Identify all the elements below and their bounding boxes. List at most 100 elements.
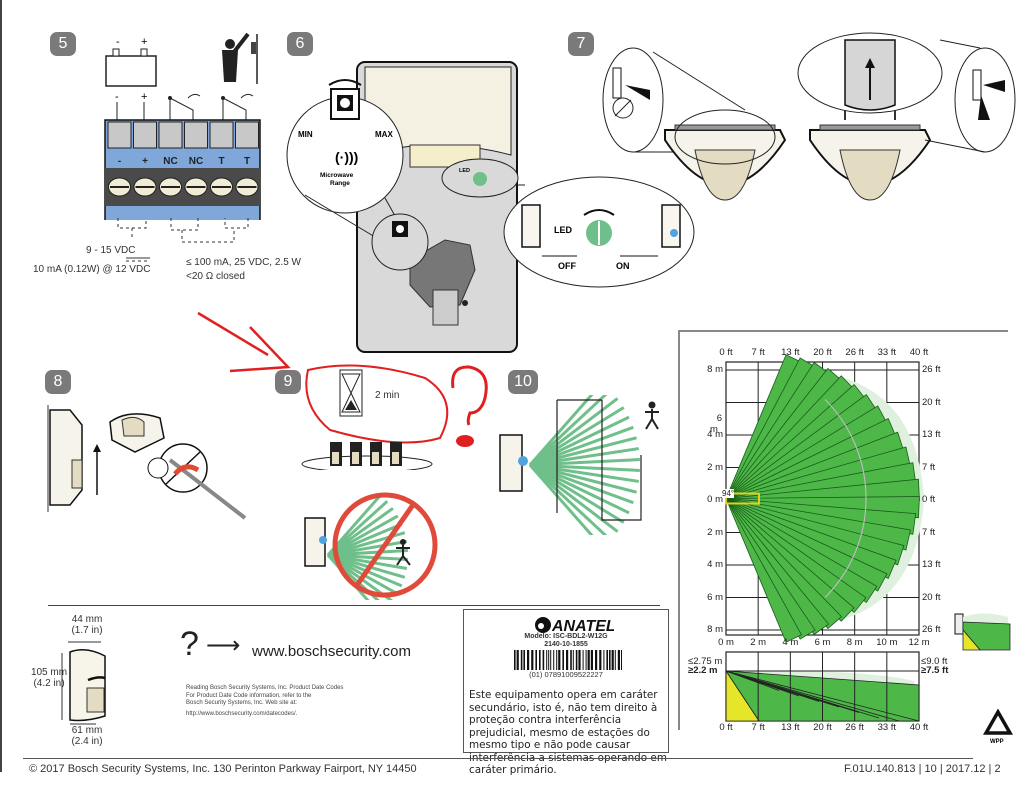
detection-beam [529,447,639,467]
step-5-badge: 5 [50,32,76,56]
wire-minus-label: - [115,91,119,103]
tamper-person-icon [222,32,258,84]
date-codes-info: Reading Bosch Security Systems, Inc. Pro… [186,685,343,718]
svg-text:LED: LED [459,168,470,174]
detection-beam [528,395,594,466]
coverage-panel-border-left [678,330,680,730]
power-spec-label: 9 - 15 VDC [86,245,136,256]
detector-dimension-drawing [61,641,106,725]
footer-doc-id: F.01U.140.813 | 10 | 2017.12 | 2 [844,763,1001,775]
left-m-tick: 4 m [707,429,723,440]
right-ft-tick: 7 ft [922,461,936,473]
detection-beam [327,553,406,579]
terminal-label: NC [163,156,177,167]
side-bottom-ft-tick: 0 ft [719,722,733,733]
anatel-barcode [514,650,622,670]
side-bottom-ft-tick: 20 ft [813,722,832,733]
anatel-notice: Este equipamento opera em caráter secund… [469,689,667,776]
help-question-icon: ? [180,625,199,663]
side-bottom-ft-tick: 13 ft [781,722,800,733]
dimension-width-label: 44 mm (1.7 in) [69,614,105,636]
bottom-m-tick: 8 m [846,637,863,648]
detection-beam [327,539,408,557]
side-bottom-ft-tick: 33 ft [877,722,897,733]
red-question-mark-annotation [451,365,488,447]
anatel-model: Modelo: ISC-BDL2-W12G [524,633,608,640]
top-ft-tick: 20 ft [813,347,832,358]
lens-replacement-diagram [602,32,1016,201]
terminal-clamp [107,121,132,149]
left-m-tick: 6 m [707,591,723,603]
top-ft-tick: 40 ft [909,347,929,358]
left-m-tick: 8 m [707,364,723,375]
led-on-label: ON [616,261,630,271]
bottom-m-tick: 4 m [782,637,799,648]
bottom-m-tick: 0 m [718,637,734,648]
detector-open-diagram: MIN MAX (·))) Microwave Range LED [286,61,525,353]
warmup-timer-label: 2 min [375,390,399,401]
top-ft-tick: 13 ft [781,347,800,358]
svg-text:ANATEL: ANATEL [551,618,614,634]
battery-icon [105,48,157,87]
depth-mm: 61 mm [71,725,103,736]
step-6-badge: 6 [287,32,313,56]
terminal-label: NC [189,156,203,167]
date-codes-url[interactable]: http://www.boschsecurity.com/datecodes/. [186,710,298,717]
page-left-border [0,0,2,772]
terminal-clamp [133,121,157,149]
battery-plus-label: + [141,36,147,48]
top-ft-tick: 7 ft [751,347,765,358]
bottom-section-divider [48,605,660,606]
svg-text:WPP: WPP [990,739,1004,745]
detection-beam [327,514,399,557]
right-ft-tick: 20 ft [922,396,941,408]
date-codes-line-1: Reading Bosch Security Systems, Inc. Pro… [186,685,344,691]
terminal-clamp [235,121,259,149]
detection-beam [327,548,408,557]
right-ft-tick: 26 ft [922,364,941,375]
terminal-label: - [118,156,121,167]
detection-beam [326,500,389,557]
mw-min-label: MIN [298,130,313,139]
microwave-label-2: Range [330,180,350,187]
anatel-certification-box: ANATEL Modelo: ISC-BDL2-W12G 2140-10-185… [463,609,669,776]
dimension-height-label: 105 mm (4.2 in) [30,667,68,689]
detection-beam [327,507,394,557]
width-in: (1.7 in) [71,625,103,636]
step-10-badge: 10 [508,370,538,394]
mw-max-label: MAX [375,130,393,139]
height-mm: 105 mm [30,667,68,678]
side-right-top-label: ≤9.0 ft [921,656,948,667]
detection-beam [529,463,640,472]
step-8-badge: 8 [45,370,71,394]
height-in: (4.2 in) [33,678,65,689]
width-mm: 44 mm [71,614,103,625]
led-off-label: OFF [558,261,576,271]
left-m-tick: 2 m [707,526,723,538]
date-codes-line-3: Bosch Security Systems, Inc. Web site at… [186,700,297,706]
creep-zone-box [725,492,760,505]
bottom-m-tick: 12 m [908,637,930,648]
bottom-m-tick: 6 m [814,637,831,648]
right-ft-tick: 20 ft [922,591,941,603]
side-beam-line [725,670,900,722]
detection-beam [529,463,637,494]
detection-beam [529,463,630,515]
power-current-label: 10 mA (0.12W) @ 12 VDC [33,264,151,275]
led-label: LED [554,225,573,235]
footer-copyright: © 2017 Bosch Security Systems, Inc. 130 … [29,763,417,775]
detection-beam [529,425,634,467]
left-m-tick: 0 m [707,494,723,505]
left-m-tick: 8 m [707,624,723,635]
detection-beam [327,553,408,571]
walk-test-prohibited-diagram [304,492,438,600]
detection-beam [528,463,608,535]
detection-beam [529,436,637,467]
bosch-website-link[interactable]: www.boschsecurity.com [252,643,411,660]
help-arrow-icon: ⟶ [206,632,241,659]
terminal-clamp [158,121,183,149]
top-ft-tick: 33 ft [877,347,897,358]
side-bottom-ft-tick: 40 ft [909,722,929,733]
left-m-tick: m [710,423,718,435]
date-codes-line-2: For Product Date Code information, refer… [186,692,312,699]
